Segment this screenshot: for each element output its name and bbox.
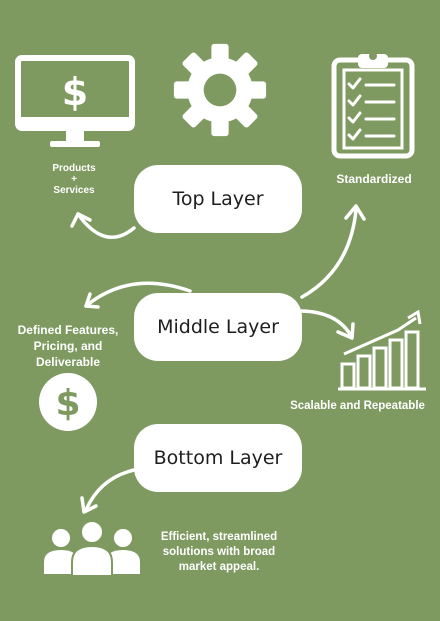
- products-line: Products: [52, 163, 96, 174]
- efficient-solutions-label: Efficient, streamlined solutions with br…: [144, 530, 294, 575]
- arrow-middle-to-standardized: [300, 208, 358, 299]
- efficient-line-2: solutions with broad: [162, 545, 276, 558]
- monitor-dollar-icon: $: [15, 55, 135, 147]
- top-layer-label: Top Layer: [172, 188, 264, 210]
- efficient-line-3: market appeal.: [178, 560, 260, 573]
- products-plus: +: [71, 174, 77, 185]
- coin-dollar-symbol: $: [55, 383, 80, 424]
- defined-features-label: Defined Features, Pricing, and Deliverab…: [12, 322, 124, 371]
- growth-bar-chart-icon: [338, 309, 426, 391]
- arrow-middle-to-scalable: [300, 309, 352, 336]
- defined-line-1: Defined Features,: [17, 323, 119, 337]
- defined-line-2: Pricing, and: [33, 339, 103, 354]
- bottom-layer-label: Bottom Layer: [153, 447, 283, 469]
- standardized-label: Standardized: [336, 172, 412, 186]
- middle-layer-label: Middle Layer: [157, 316, 279, 338]
- monitor-dollar-symbol: $: [62, 70, 88, 114]
- gear-icon: [173, 43, 267, 137]
- arrow-bottom-to-people: [84, 468, 136, 512]
- arrow-top-to-products: [76, 212, 136, 239]
- scalable-label: Scalable and Repeatable: [290, 400, 425, 412]
- products-services-label: Products + Services: [46, 163, 102, 196]
- arrow-middle-to-defined: [84, 281, 192, 308]
- people-group-icon: [44, 520, 140, 577]
- defined-line-3: Deliverable: [35, 355, 101, 370]
- services-line: Services: [53, 185, 95, 196]
- dollar-coin-icon: $: [39, 373, 97, 431]
- clipboard-checklist-icon: [331, 52, 415, 159]
- efficient-line-1: Efficient, streamlined: [160, 531, 278, 543]
- bottom-layer-box: Bottom Layer: [134, 424, 302, 492]
- top-layer-box: Top Layer: [134, 165, 302, 233]
- middle-layer-box: Middle Layer: [134, 293, 302, 361]
